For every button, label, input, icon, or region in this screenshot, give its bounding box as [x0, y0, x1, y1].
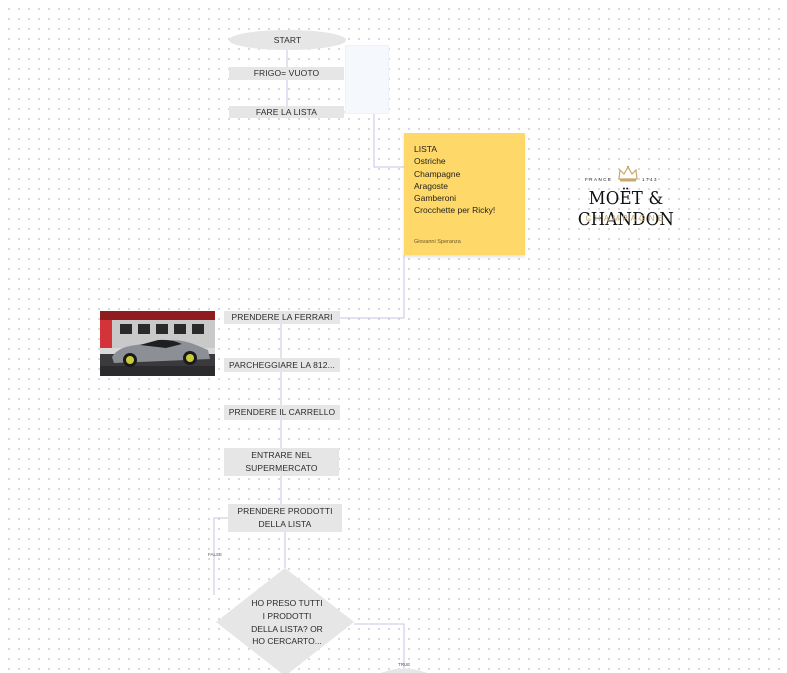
sticky-line: LISTA	[414, 144, 437, 154]
decision-text[interactable]: HO PRESO TUTTI I PRODOTTI DELLA LISTA? O…	[232, 597, 342, 648]
node-prodotti-line2: DELLA LISTA	[258, 519, 312, 529]
logo-year: 1743	[642, 177, 659, 182]
decision-line: I PRODOTTI	[262, 610, 312, 621]
node-start-label: START	[273, 34, 302, 45]
node-fare-lista[interactable]: FARE LA LISTA	[229, 106, 344, 118]
decision-line: HO PRESO TUTTI	[251, 598, 323, 608]
ferrari-image[interactable]	[100, 311, 215, 376]
connector-true-branch	[354, 623, 405, 673]
node-prendere-ferrari[interactable]: PRENDERE LA FERRARI	[224, 311, 340, 324]
node-fare-lista-label: FARE LA LISTA	[255, 106, 318, 117]
node-start[interactable]: START	[229, 30, 346, 50]
sticky-line: Gamberoni	[414, 193, 457, 204]
decision-line: DELLA LISTA? OR	[251, 623, 323, 634]
edge-label-false: FALSE	[208, 552, 223, 557]
sticky-line: Aragoste	[414, 180, 449, 191]
connector-fare-to-sticky	[344, 111, 404, 168]
sticky-author: Giovanni Speranza	[414, 239, 461, 245]
connector-false-loop	[213, 517, 230, 595]
logo-sub: CHAMPAGNE	[585, 214, 667, 223]
logo-brand: MOËT & CHANDON	[577, 188, 675, 230]
node-ferrari-label: PRENDERE LA FERRARI	[231, 312, 333, 322]
node-parcheggiare[interactable]: PARCHEGGIARE LA 812...	[224, 358, 340, 372]
node-entrare-line2: SUPERMERCATO	[245, 463, 318, 473]
connector-sticky-to-ferrari	[340, 255, 405, 319]
node-frigo-label: FRIGO= VUOTO	[253, 68, 320, 78]
sticky-line: Ostriche	[414, 156, 446, 167]
decision-diamond	[216, 568, 354, 673]
node-prendere-prodotti[interactable]: PRENDERE PRODOTTI DELLA LISTA	[228, 504, 342, 532]
decision-line: HO CERCARTO...	[252, 636, 322, 647]
edge-label-true: TRUE	[398, 662, 411, 667]
next-node-partial	[381, 668, 427, 673]
node-carrello-label: PRENDERE IL CARRELLO	[228, 407, 336, 417]
node-parcheggiare-label: PARCHEGGIARE LA 812...	[229, 359, 335, 370]
selection-frame[interactable]	[345, 45, 389, 114]
sticky-line: Champagne	[414, 168, 461, 179]
logo-france: FRANCE	[585, 177, 613, 182]
node-frigo-vuoto[interactable]: FRIGO= VUOTO	[229, 67, 344, 80]
node-entrare-line1: ENTRARE NEL	[251, 450, 312, 460]
node-prodotti-line1: PRENDERE PRODOTTI	[237, 506, 333, 516]
sticky-note-lista[interactable]: LISTA Ostriche Champagne Aragoste Gamber…	[404, 133, 525, 255]
crown-icon	[618, 165, 638, 182]
sticky-line: Crocchette per Ricky!	[414, 205, 496, 216]
moet-chandon-logo[interactable]: FRANCE 1743 MOËT & CHANDON CHAMPAGNE	[536, 162, 716, 230]
node-prendere-carrello[interactable]: PRENDERE IL CARRELLO	[224, 405, 340, 420]
node-entrare-supermercato[interactable]: ENTRARE NEL SUPERMERCATO	[224, 448, 339, 476]
